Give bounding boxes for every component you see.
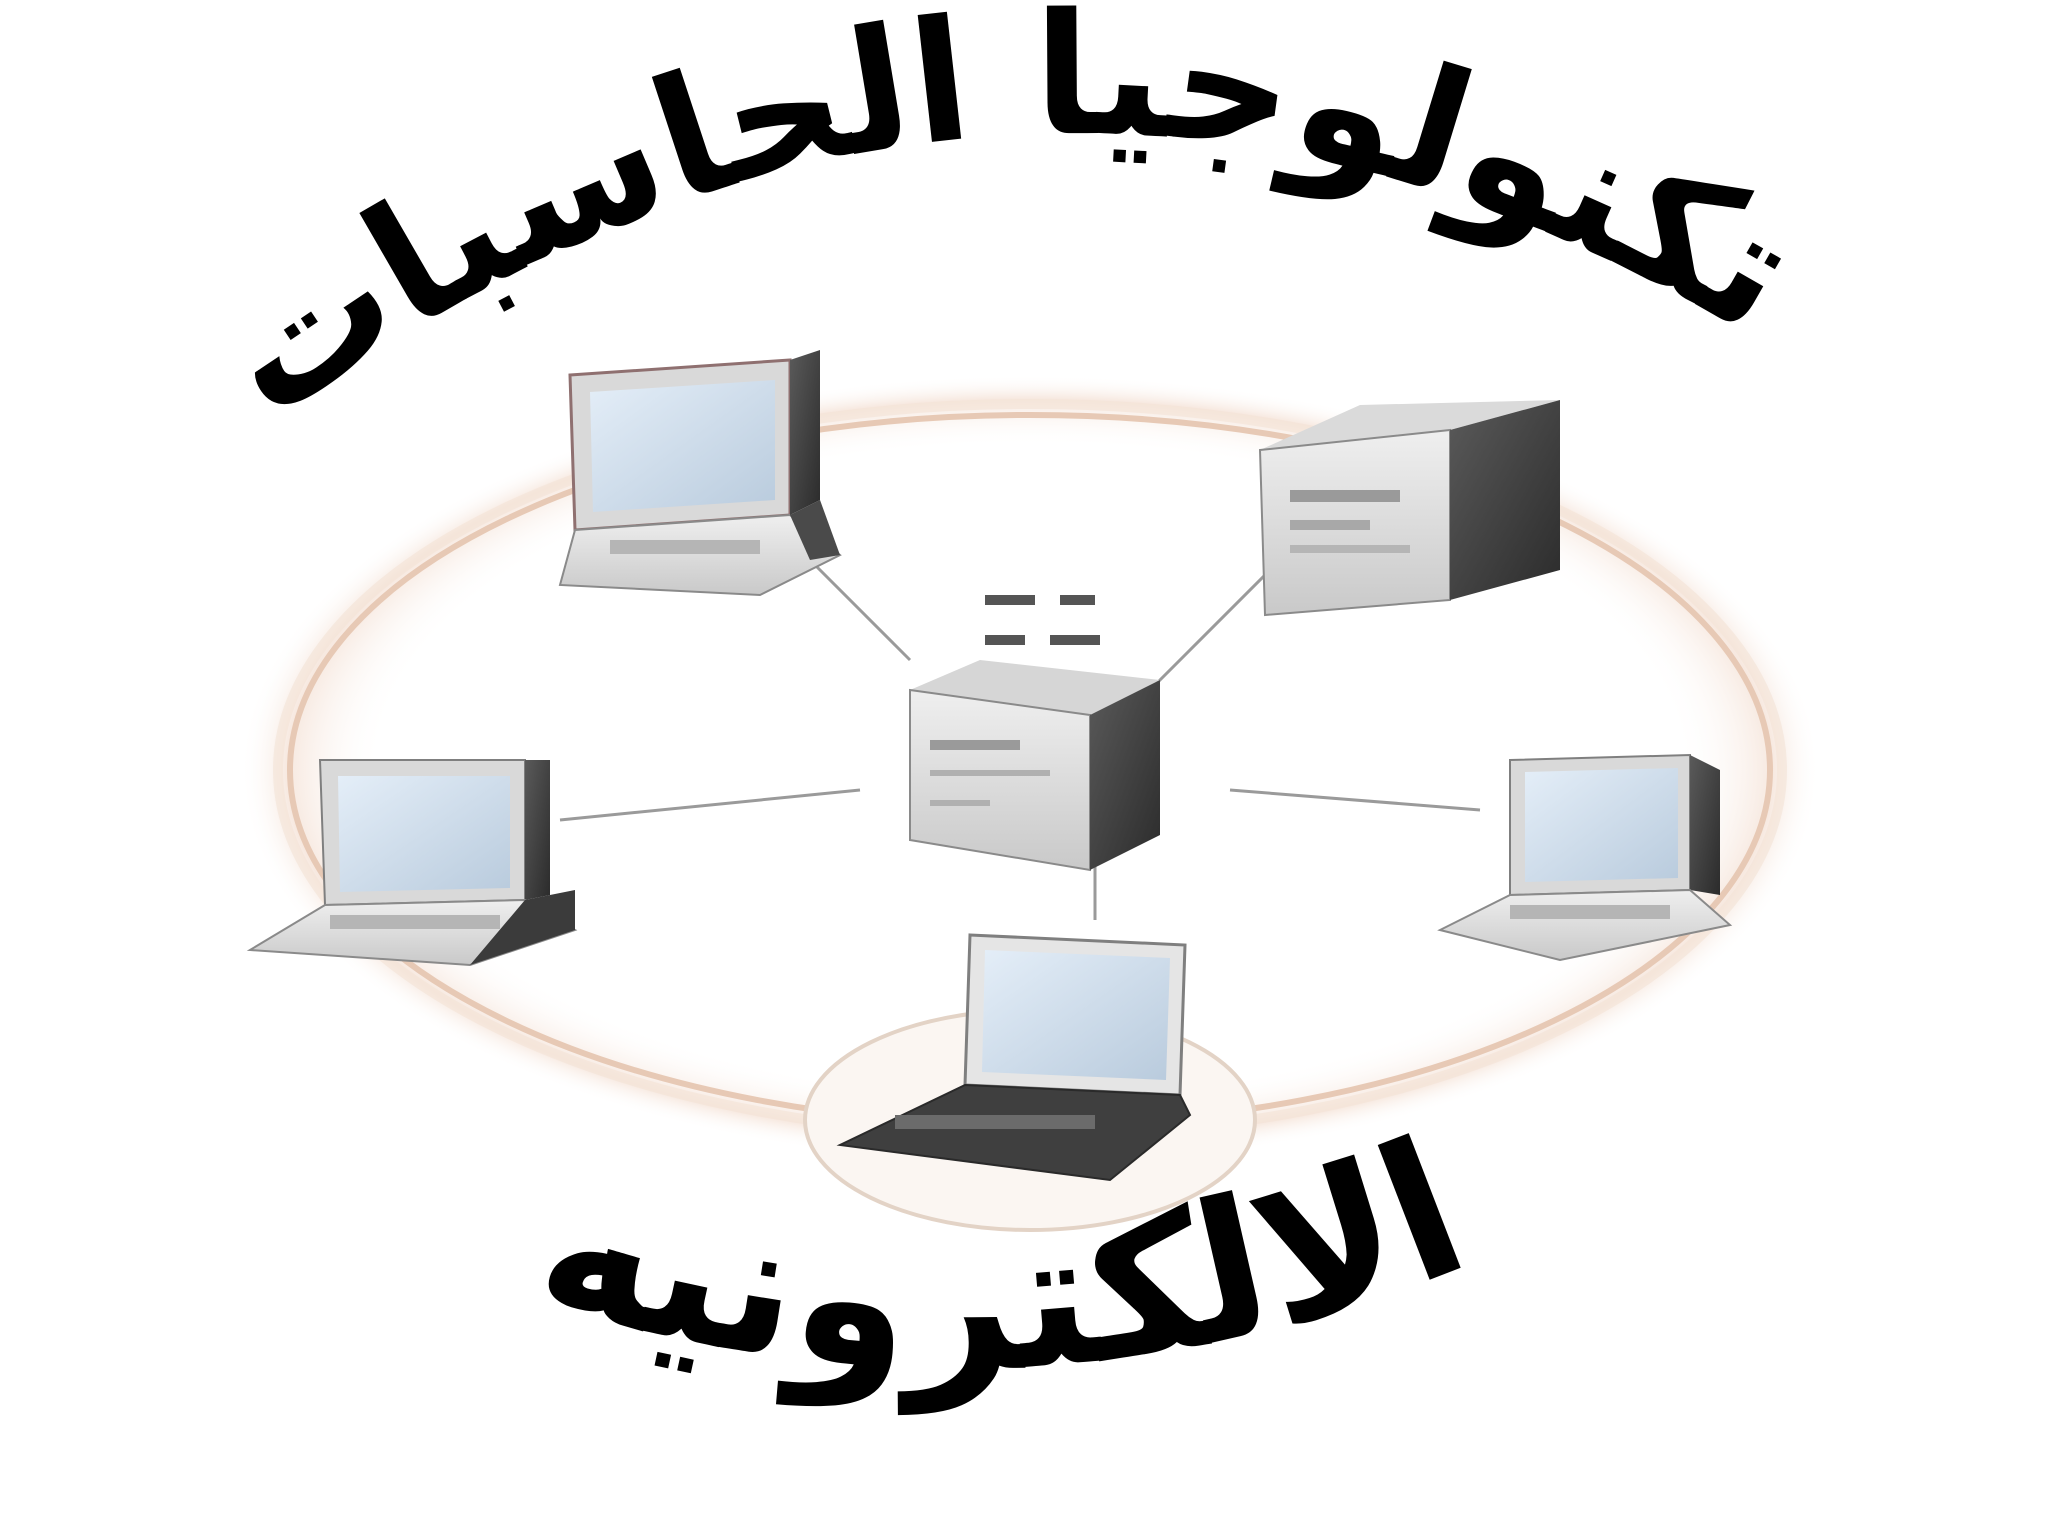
laptop-top-left (560, 350, 840, 595)
